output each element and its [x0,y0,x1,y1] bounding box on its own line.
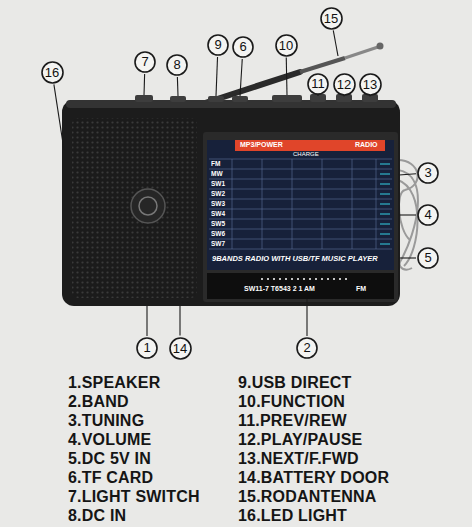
band-scale: FM [356,285,366,292]
part-name: 14.BATTERY DOOR [238,469,389,487]
dial-header-text: CHARGE [293,151,319,157]
band-name: SW7 [211,240,225,247]
part-name: 15.RODANTENNA [238,488,377,506]
speaker-logo [139,197,157,215]
part-name: 9.USB DIRECT [238,374,352,392]
dial-marks [380,164,390,244]
callout-circle: 13 [359,73,382,96]
callout-circle: 15 [320,7,343,30]
radio-body [62,100,400,306]
band-name: SW5 [211,220,225,227]
callout-number: 13 [359,73,382,96]
band-name: MW [211,170,223,177]
callout-number: 15 [320,7,343,30]
callout-circle: 11 [307,73,329,95]
part-name: 2.BAND [68,393,129,411]
leader-line [399,257,416,258]
part-name: 3.TUNING [68,412,144,430]
callout-number: 14 [169,337,192,360]
callout-number: 6 [232,36,254,58]
band-strip [207,273,394,299]
callout-circle: 12 [333,73,356,96]
callout-circle: 3 [417,162,439,184]
callout-number: 1 [136,337,158,359]
leader-line [54,84,64,150]
leader-line [399,174,416,175]
leader-line [179,306,180,336]
leader-line [306,299,307,336]
callout-number: 16 [41,61,64,84]
dial-header [235,140,385,151]
callout-circle: 6 [232,36,254,58]
part-name: 6.TF CARD [68,469,153,487]
leader-line [399,214,416,215]
callout-number: 12 [333,73,356,96]
callout-number: 11 [307,73,329,95]
band-name: SW4 [211,210,225,217]
callout-circle: 1 [136,337,158,359]
dial-panel [207,140,394,270]
callout-circle: 7 [134,51,156,73]
product-slogan: 9BANDS RADIO WITH USB/TF MUSIC PLAYER [212,254,378,263]
leader-line [177,77,179,96]
leader-line [146,306,147,336]
leader-line [286,57,288,95]
dial-header-text: RADIO [355,141,378,148]
callout-circle: 16 [41,61,64,84]
callout-circle: 4 [417,204,439,226]
speaker-grille [72,118,197,298]
leader-line [216,57,218,96]
callout-number: 8 [166,54,188,76]
part-name: 7.LIGHT SWITCH [68,488,200,506]
callout-circle: 8 [166,54,188,76]
callout-number: 7 [134,51,156,73]
part-name: 8.DC IN [68,507,126,525]
speaker-logo [131,189,165,223]
leader-line [333,30,338,56]
part-name: 1.SPEAKER [68,374,161,392]
part-name: 16.LED LIGHT [238,507,347,525]
part-name: 11.PREV/REW [238,412,347,430]
top-buttons [135,94,378,102]
band-name: FM [211,160,220,167]
part-name: 10.FUNCTION [238,393,345,411]
callout-circle: 9 [207,34,229,56]
band-scale-dots [261,278,347,280]
callout-circle: 14 [169,337,192,360]
wire [398,160,418,270]
callout-number: 2 [296,337,318,359]
front-panel [203,132,398,302]
part-name: 13.NEXT/F.FWD [238,450,359,468]
callout-number: 10 [275,34,298,57]
band-scale: SW11-7 T6543 2 1 AM [244,285,315,292]
part-name: 5.DC 5V IN [68,450,151,468]
band-name: SW3 [211,200,225,207]
callout-number: 5 [417,247,439,269]
callout-number: 3 [417,162,439,184]
band-name: SW2 [211,190,225,197]
band-name: SW1 [211,180,225,187]
callout-circle: 10 [275,34,298,57]
callout-number: 9 [207,34,229,56]
part-name: 12.PLAY/PAUSE [238,431,362,449]
callout-circle: 2 [296,337,318,359]
band-name: SW6 [211,230,225,237]
leader-line [240,59,242,96]
callout-circle: 5 [417,247,439,269]
part-name: 4.VOLUME [68,431,151,449]
callout-number: 4 [417,204,439,226]
leader-line [143,74,145,95]
dial-header-text: MP3/POWER [240,141,283,148]
dial-grid [209,159,392,249]
